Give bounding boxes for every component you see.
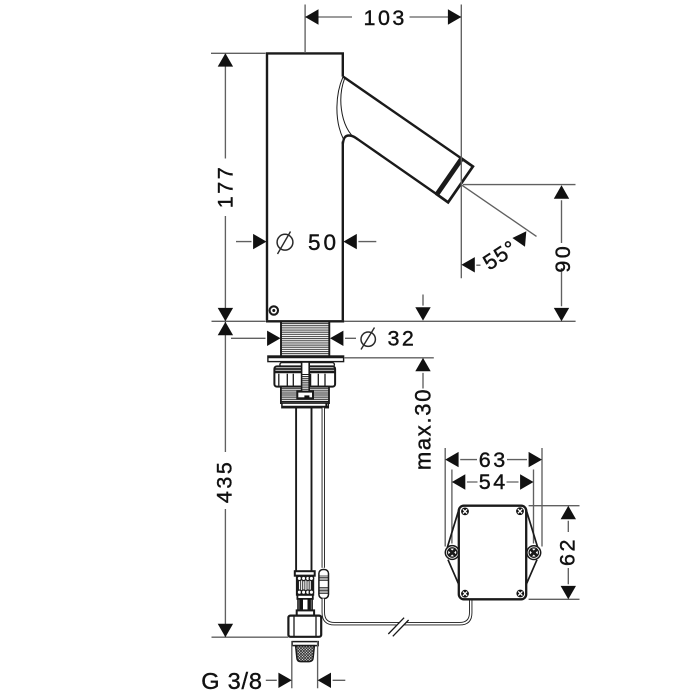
svg-text:177: 177 — [214, 165, 238, 208]
svg-text:54: 54 — [479, 470, 508, 494]
svg-text:90: 90 — [551, 244, 575, 273]
svg-text:50: 50 — [308, 230, 339, 255]
svg-text:G 3/8: G 3/8 — [201, 668, 262, 694]
svg-text:63: 63 — [479, 448, 508, 472]
svg-text:32: 32 — [387, 327, 416, 351]
svg-text:103: 103 — [364, 6, 407, 30]
svg-text:62: 62 — [555, 537, 579, 566]
svg-text:435: 435 — [213, 460, 237, 503]
svg-text:max.30: max.30 — [411, 388, 436, 470]
